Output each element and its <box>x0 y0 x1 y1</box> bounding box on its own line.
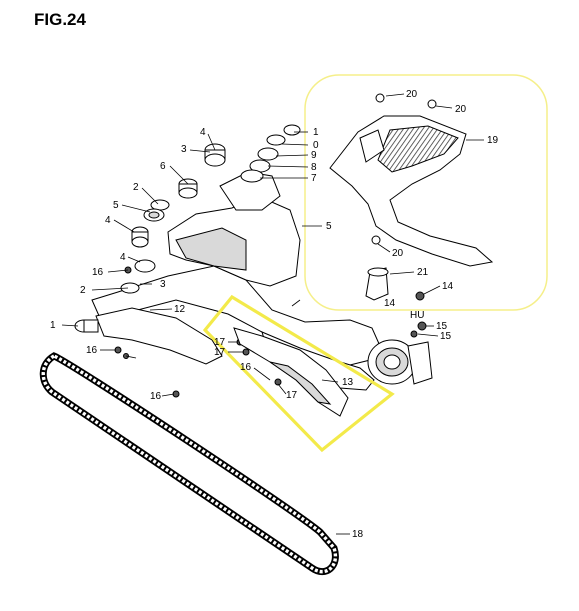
callout-20: 20 <box>406 89 418 100</box>
callout-20: 20 <box>455 104 467 115</box>
callout-16: 16 <box>92 267 104 278</box>
figure-title: FIG.24 <box>34 10 86 29</box>
callout-14: 14 <box>384 298 396 309</box>
callout-16: 16 <box>150 391 162 402</box>
inset-screws <box>371 93 437 245</box>
callout-4: 4 <box>105 215 111 226</box>
callout-2: 2 <box>133 182 139 193</box>
callout-13: 13 <box>342 377 354 388</box>
callout-1: 1 <box>313 127 319 138</box>
callout-0: 0 <box>313 140 319 151</box>
callout-20: 20 <box>392 248 404 259</box>
rear-hugger <box>329 115 494 267</box>
callout-15: 15 <box>440 331 452 342</box>
callout-17: 17 <box>214 337 226 348</box>
pivot-bushings <box>74 143 226 333</box>
callout-21: 21 <box>417 267 429 278</box>
chain-slider <box>233 327 349 417</box>
leader-lines <box>61 93 484 535</box>
callout-16: 16 <box>86 345 98 356</box>
callout-12: 12 <box>174 304 186 315</box>
callout-labels: 4 3 6 2 5 4 1 0 9 8 7 5 4 16 3 2 12 1 16… <box>50 89 499 540</box>
callout-17: 17 <box>214 347 226 358</box>
callout-4: 4 <box>200 127 206 138</box>
callout-5: 5 <box>113 200 119 211</box>
callout-17: 17 <box>286 390 298 401</box>
callout-5: 5 <box>326 221 332 232</box>
inset-frame <box>304 74 548 311</box>
bump-stop <box>365 267 389 301</box>
callout-1: 1 <box>50 320 56 331</box>
callout-4: 4 <box>120 252 126 263</box>
callout-15: 15 <box>436 321 448 332</box>
highlight-frame <box>202 294 395 453</box>
callout-3: 3 <box>160 279 166 290</box>
callout-2: 2 <box>80 285 86 296</box>
callout-9: 9 <box>311 150 317 161</box>
callout-18: 18 <box>352 529 364 540</box>
callout-19: 19 <box>487 135 499 146</box>
callout-3: 3 <box>181 144 187 155</box>
callout-hu: HU <box>410 310 424 321</box>
callout-14: 14 <box>442 281 454 292</box>
callout-8: 8 <box>311 162 317 173</box>
pivot-bushings-right <box>240 124 301 183</box>
swingarm <box>91 171 433 391</box>
callout-7: 7 <box>311 173 317 184</box>
callout-6: 6 <box>160 161 166 172</box>
drive-chain <box>39 352 339 576</box>
callout-16: 16 <box>240 362 252 373</box>
